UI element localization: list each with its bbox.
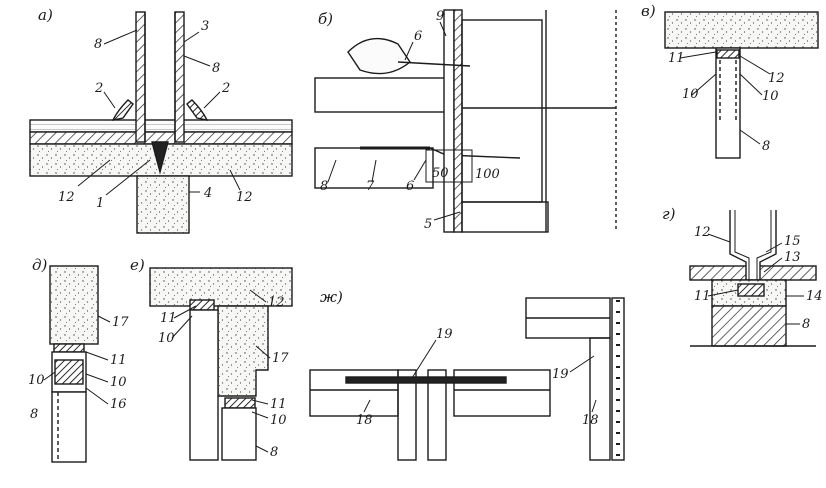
panel-label-a: а) bbox=[38, 6, 53, 24]
callout-number: 12 bbox=[268, 295, 285, 310]
panel-label-b: б) bbox=[318, 10, 333, 28]
callouts-e: 12 11 10 17 11 10 8 bbox=[158, 295, 289, 460]
panel-d-detail bbox=[49, 265, 99, 463]
callout-number: 12 bbox=[768, 71, 785, 86]
panel-b-detail bbox=[314, 9, 617, 233]
callout-number: 11 bbox=[160, 311, 177, 326]
callout-number: 8 bbox=[270, 445, 278, 460]
callouts-zh: 19 18 19 18 bbox=[356, 327, 599, 428]
callout-number: 9 bbox=[436, 9, 444, 24]
callout-number: 11 bbox=[270, 397, 287, 412]
panel-zh-detail bbox=[309, 297, 625, 461]
panel-label-g: г) bbox=[662, 205, 676, 223]
callout-number: 8 bbox=[320, 179, 328, 194]
callout-number: 8 bbox=[94, 37, 102, 52]
callout-number: 17 bbox=[112, 315, 129, 330]
callout-number: 18 bbox=[582, 413, 599, 428]
callout-number: 10 bbox=[110, 375, 127, 390]
callout-number: 15 bbox=[784, 234, 801, 249]
callout-number: 10 bbox=[28, 373, 45, 388]
callout-number: 10 bbox=[762, 89, 779, 104]
panel-labels: а) б) в) г) д) е) ж) bbox=[32, 2, 676, 306]
callout-number: 17 bbox=[272, 351, 289, 366]
callouts-v: 11 12 10 10 8 bbox=[668, 51, 785, 154]
callout-number: 2 bbox=[221, 81, 230, 96]
callout-number: 8 bbox=[802, 317, 810, 332]
callout-number: 10 bbox=[270, 413, 287, 428]
callout-number: 11 bbox=[694, 289, 711, 304]
panel-g-leaders bbox=[707, 233, 804, 325]
callout-number: 16 bbox=[110, 397, 127, 412]
callouts-g: 12 15 13 11 14 8 bbox=[694, 225, 823, 332]
panel-v-leaders bbox=[679, 51, 771, 145]
panel-b-leaders bbox=[327, 21, 461, 221]
callout-number: 1 bbox=[96, 196, 104, 211]
callout-number: 50 bbox=[432, 166, 449, 181]
panel-a-detail bbox=[29, 11, 293, 234]
callout-number: 8 bbox=[30, 407, 38, 422]
callout-number: 10 bbox=[158, 331, 175, 346]
callout-number: 6 bbox=[414, 29, 422, 44]
callout-number: 12 bbox=[58, 190, 75, 205]
callout-number: 12 bbox=[236, 190, 253, 205]
callout-number: 12 bbox=[694, 225, 711, 240]
callout-number: 19 bbox=[552, 367, 569, 382]
callouts-b: 9 6 8 7 6 50 100 5 bbox=[320, 9, 500, 232]
panel-label-v: в) bbox=[641, 2, 656, 20]
callout-number: 11 bbox=[110, 353, 127, 368]
callout-number: 4 bbox=[203, 186, 212, 201]
panel-label-e: е) bbox=[130, 256, 145, 274]
panel-zh-leaders bbox=[363, 339, 597, 413]
panel-e-detail bbox=[149, 267, 293, 461]
callout-number: 10 bbox=[682, 87, 699, 102]
callout-number: 8 bbox=[212, 61, 220, 76]
panel-v-detail bbox=[664, 11, 819, 159]
callout-number: 18 bbox=[356, 413, 373, 428]
callouts-a: 8 3 8 2 2 12 1 4 12 bbox=[58, 19, 253, 211]
panel-a-leaders bbox=[77, 29, 241, 196]
callouts-d: 17 11 10 10 16 8 bbox=[28, 315, 129, 422]
panel-e-leaders bbox=[171, 289, 271, 453]
callout-number: 7 bbox=[366, 179, 375, 194]
callout-number: 13 bbox=[784, 250, 801, 265]
callout-number: 100 bbox=[475, 167, 500, 182]
callout-number: 3 bbox=[201, 19, 209, 34]
panel-d-leaders bbox=[43, 315, 111, 405]
callout-number: 2 bbox=[94, 81, 103, 96]
panel-label-d: д) bbox=[32, 256, 48, 274]
callout-number: 11 bbox=[668, 51, 685, 66]
panel-g-detail bbox=[689, 210, 817, 347]
callout-number: 5 bbox=[424, 217, 432, 232]
callout-number: 19 bbox=[436, 327, 453, 342]
callout-number: 6 bbox=[406, 179, 414, 194]
callout-number: 8 bbox=[762, 139, 770, 154]
panel-label-zh: ж) bbox=[320, 288, 343, 306]
callout-number: 14 bbox=[806, 289, 823, 304]
